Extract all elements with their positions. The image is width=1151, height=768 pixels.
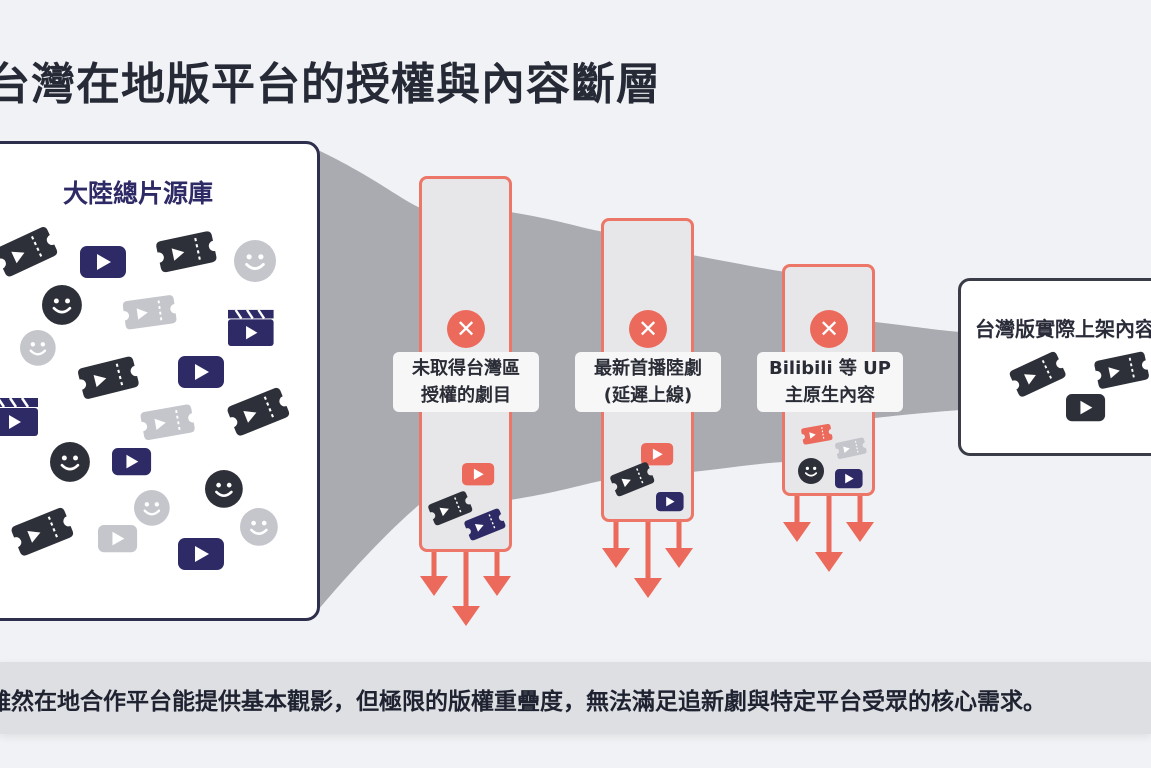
ticket-icon bbox=[610, 462, 655, 497]
ticket-icon bbox=[122, 295, 177, 330]
ticket-icon bbox=[1009, 351, 1066, 397]
video-play-icon bbox=[641, 443, 674, 466]
arrow-down-icon bbox=[783, 496, 811, 542]
close-icon: ✕ bbox=[810, 310, 848, 348]
smiley-icon bbox=[240, 508, 278, 546]
video-play-icon bbox=[178, 356, 224, 388]
ticket-icon bbox=[835, 437, 867, 459]
arrow-down-icon bbox=[846, 496, 874, 542]
source-panel: 大陸總片源庫 bbox=[0, 141, 320, 621]
ticket-icon bbox=[156, 231, 217, 273]
smiley-icon bbox=[20, 330, 56, 366]
ticket-icon bbox=[227, 387, 290, 436]
ticket-icon bbox=[140, 404, 195, 441]
filter-label-2: 最新首播陸劇 (延遲上線) bbox=[575, 352, 721, 412]
video-play-icon bbox=[112, 448, 152, 476]
smiley-icon bbox=[50, 442, 90, 482]
ticket-icon bbox=[11, 507, 74, 556]
footer-text: 雖然在地合作平台能提供基本觀影，但極限的版權重疊度，無法滿足追新劇與特定平台受眾… bbox=[0, 689, 1046, 715]
clapperboard-icon bbox=[0, 397, 38, 436]
ticket-icon bbox=[801, 423, 833, 445]
ticket-icon bbox=[464, 508, 506, 541]
footer-banner: 雖然在地合作平台能提供基本觀影，但極限的版權重疊度，無法滿足追新劇與特定平台受眾… bbox=[0, 662, 1151, 734]
close-icon: ✕ bbox=[629, 310, 667, 348]
video-play-icon bbox=[178, 538, 224, 570]
smiley-icon bbox=[42, 285, 82, 325]
arrow-down-icon bbox=[483, 552, 511, 596]
target-panel-title: 台灣版實際上架內容 bbox=[975, 317, 1151, 341]
ticket-icon bbox=[78, 356, 139, 399]
ticket-icon bbox=[1094, 351, 1149, 389]
close-icon: ✕ bbox=[447, 310, 485, 348]
video-play-icon bbox=[656, 492, 684, 512]
smiley-icon bbox=[205, 470, 243, 508]
ticket-icon bbox=[0, 227, 58, 277]
clapperboard-icon bbox=[228, 309, 274, 346]
ticket-icon bbox=[428, 491, 473, 526]
source-panel-title: 大陸總片源庫 bbox=[63, 179, 214, 208]
video-play-icon bbox=[1066, 394, 1106, 422]
arrow-down-icon bbox=[420, 552, 448, 596]
arrow-down-icon bbox=[634, 522, 662, 598]
arrow-down-icon bbox=[602, 522, 630, 568]
video-play-icon bbox=[462, 463, 495, 486]
smiley-icon bbox=[798, 458, 825, 485]
arrow-down-icon bbox=[452, 552, 480, 626]
smiley-icon bbox=[234, 240, 276, 282]
page-title: 台灣在地版平台的授權與內容斷層 bbox=[0, 59, 661, 110]
filter-label-3: Bilibili 等 UP 主原生內容 bbox=[757, 352, 903, 412]
video-play-icon bbox=[80, 246, 126, 278]
video-play-icon bbox=[835, 469, 863, 489]
smiley-icon bbox=[134, 490, 170, 526]
arrow-down-icon bbox=[815, 496, 843, 572]
arrow-down-icon bbox=[665, 522, 693, 568]
filter-label-1: 未取得台灣區 授權的劇目 bbox=[393, 352, 539, 412]
video-play-icon bbox=[98, 525, 138, 553]
